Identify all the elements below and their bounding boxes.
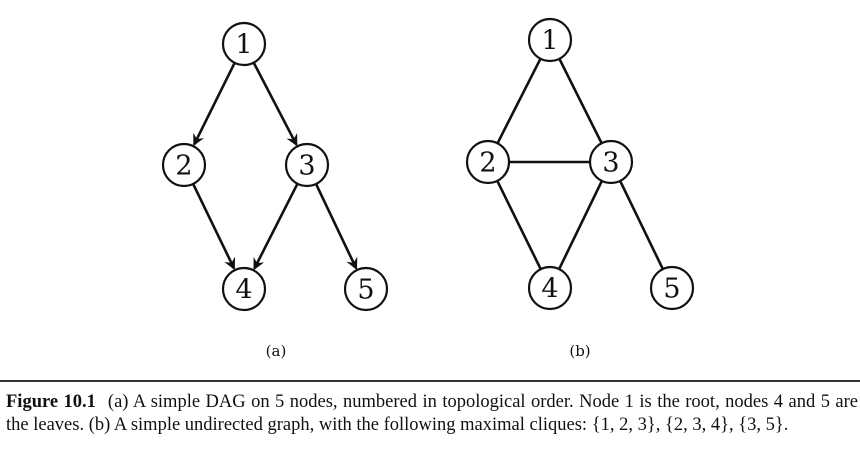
graph-figure: 1 2 3 4 5 1 2 3 4 5 (a) (b): [161, 17, 695, 360]
panel-a-dag: 1 2 3 4 5: [161, 21, 389, 312]
panel-b-edge-1-2: [496, 58, 542, 144]
panel-b-node-2: 2: [465, 139, 511, 185]
node-label: 4: [235, 275, 252, 306]
node-label: 2: [479, 148, 496, 179]
node-label: 1: [541, 26, 558, 57]
node-circle: [588, 139, 634, 185]
panel-a-edge-1-3: [252, 62, 298, 147]
node-label: 5: [663, 274, 680, 305]
caption-divider: [0, 380, 860, 382]
node-label: 2: [175, 151, 192, 182]
panel-b-edge-2-4: [496, 180, 542, 270]
panel-b-node-1: 1: [527, 17, 573, 63]
node-circle: [465, 139, 511, 185]
node-circle: [527, 265, 573, 311]
node-circle: [221, 266, 267, 312]
caption-text: (a) A simple DAG on 5 nodes, numbered in…: [6, 392, 858, 435]
figure-caption: Figure 10.1(a) A simple DAG on 5 nodes, …: [6, 391, 858, 437]
node-label: 5: [357, 275, 374, 306]
panel-b-edge-3-4: [557, 180, 604, 270]
node-label: 4: [541, 274, 558, 305]
node-label: 3: [298, 151, 315, 182]
node-circle: [343, 266, 389, 312]
panel-b-node-4: 4: [527, 265, 573, 311]
node-label: 3: [602, 148, 619, 179]
panel-b-undirected-graph: 1 2 3 4 5: [465, 17, 695, 311]
node-circle: [527, 17, 573, 63]
panel-a-node-4: 4: [221, 266, 267, 312]
panel-a-node-5: 5: [343, 266, 389, 312]
panel-a-node-1: 1: [221, 21, 267, 67]
panel-a-edge-2-4: [191, 183, 236, 271]
node-circle: [221, 21, 267, 67]
panel-a-label: (a): [266, 342, 287, 360]
panel-b-edge-1-3: [558, 58, 603, 144]
panel-a-edge-1-2: [193, 62, 236, 147]
panel-a-edge-3-4: [253, 183, 299, 271]
panel-b-node-5: 5: [649, 265, 695, 311]
panel-a-node-2: 2: [161, 142, 207, 188]
panel-b-edge-3-5: [618, 180, 665, 270]
node-circle: [284, 142, 330, 188]
panel-b-node-3: 3: [588, 139, 634, 185]
node-circle: [649, 265, 695, 311]
panel-b-label: (b): [569, 342, 590, 360]
node-circle: [161, 142, 207, 188]
panel-a-edge-3-5: [314, 183, 358, 271]
caption-figure-number: Figure 10.1: [6, 392, 96, 412]
node-label: 1: [235, 30, 252, 61]
panel-a-node-3: 3: [284, 142, 330, 188]
